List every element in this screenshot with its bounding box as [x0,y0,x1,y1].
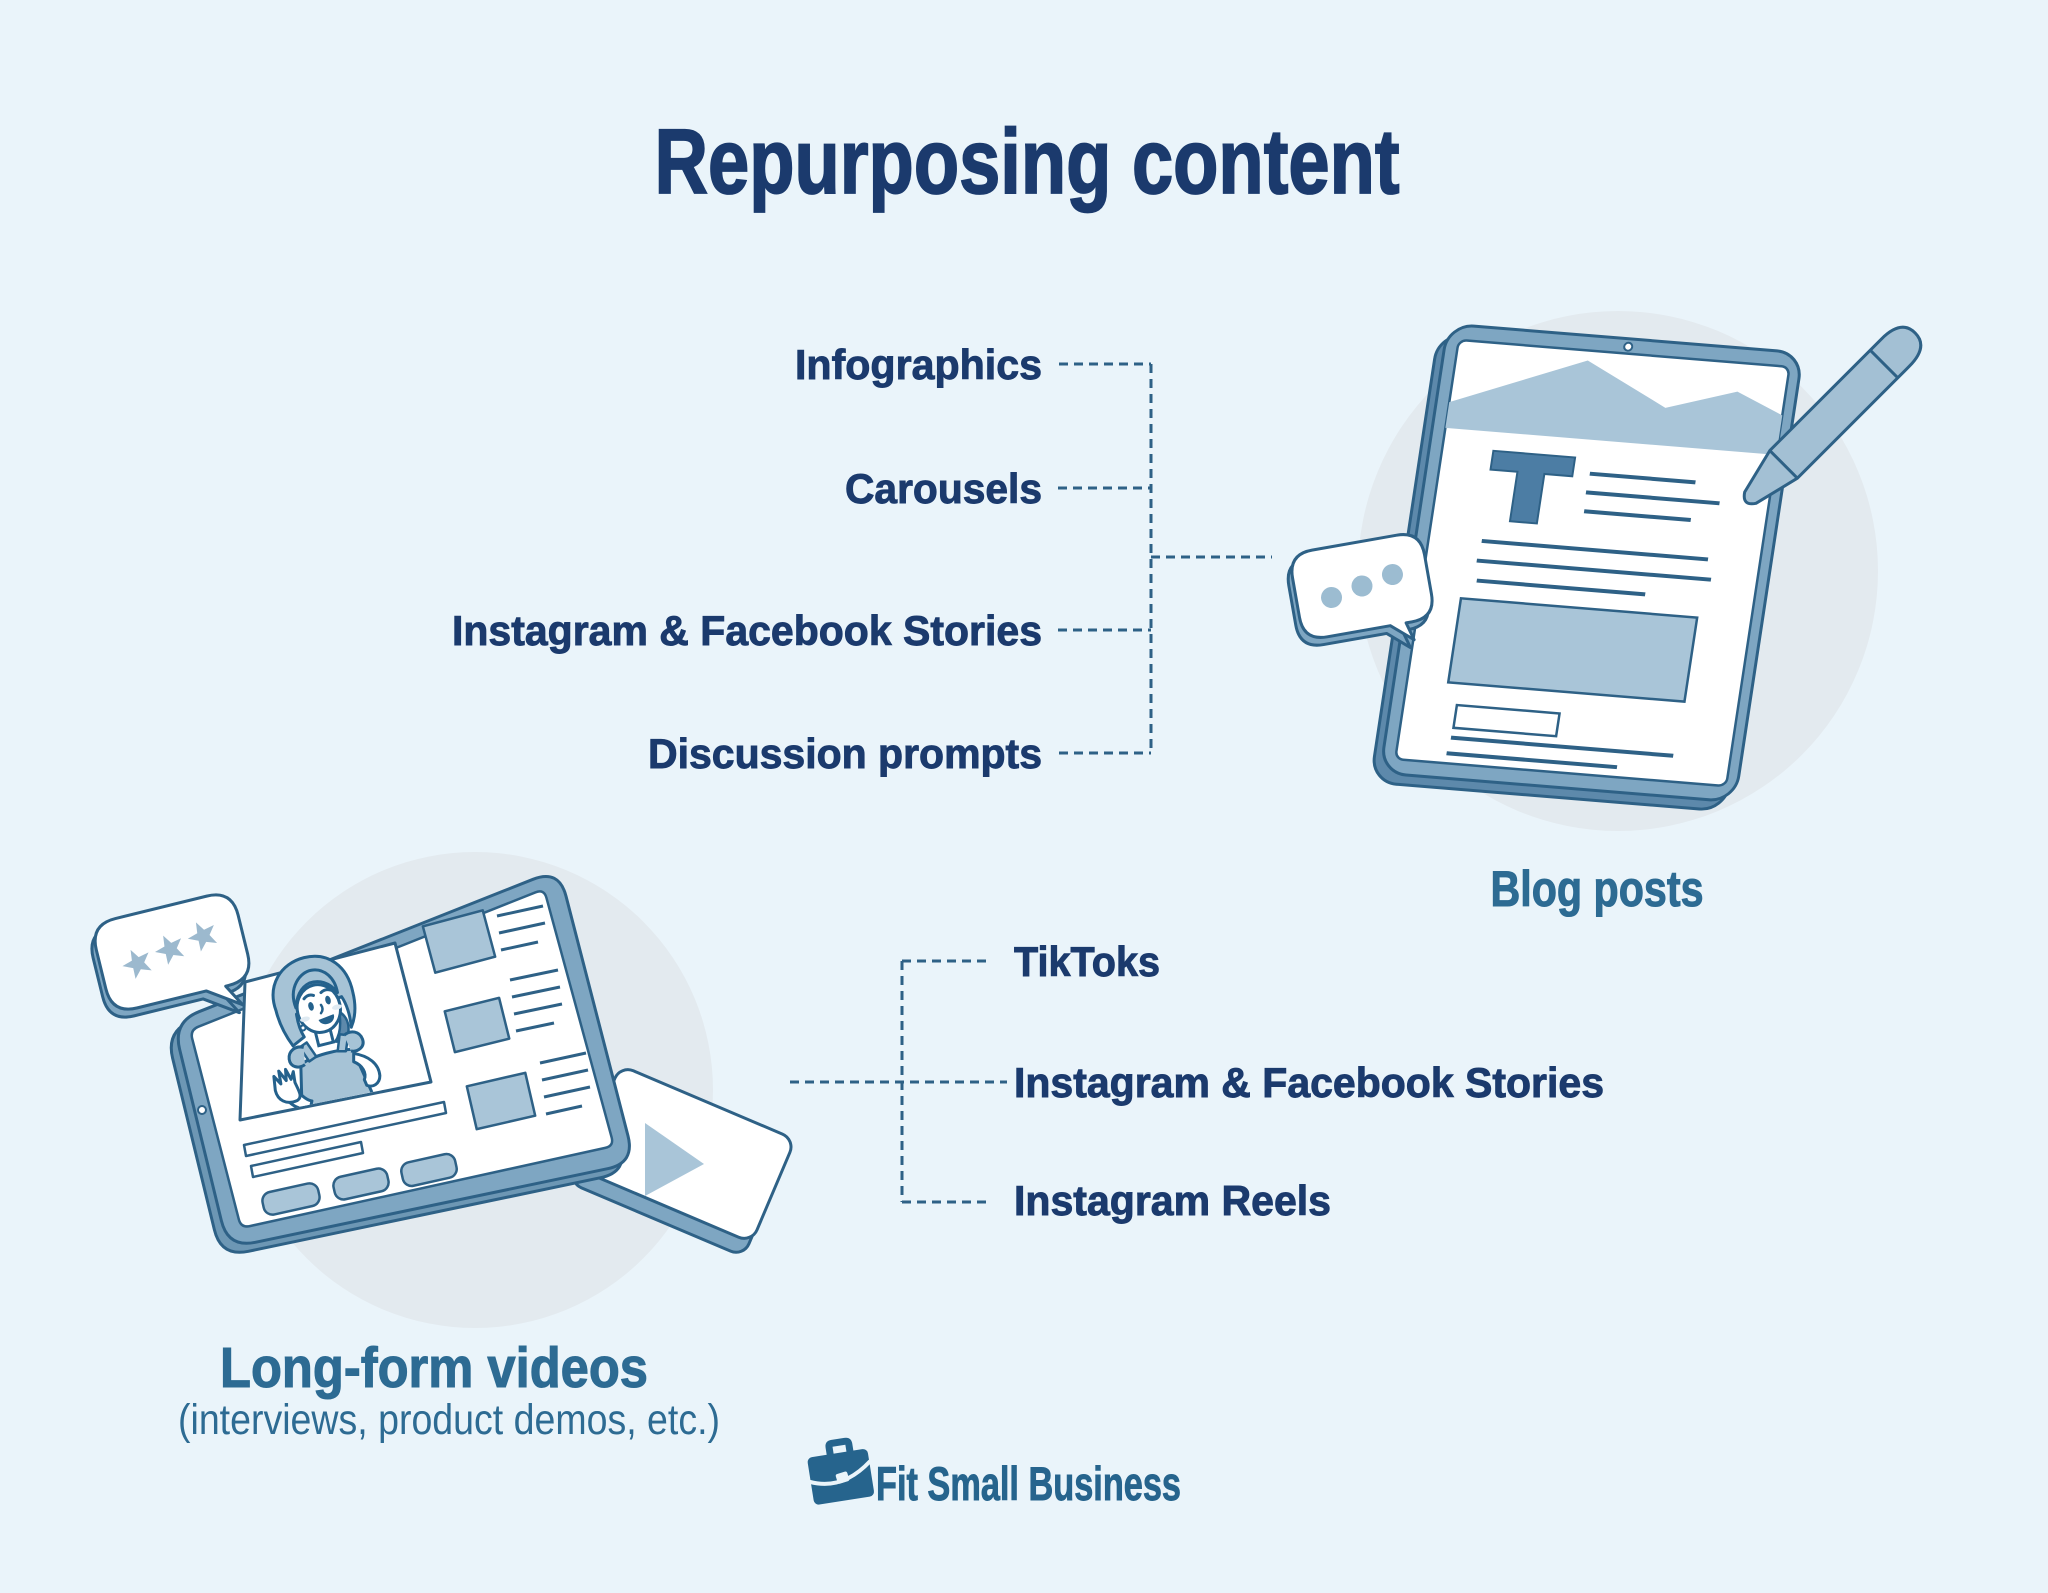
svg-text:TikToks: TikToks [1014,938,1160,985]
svg-text:Instagram Reels: Instagram Reels [1014,1177,1331,1224]
svg-text:(interviews, product demos, et: (interviews, product demos, etc.) [178,1396,720,1444]
svg-text:Instagram & Facebook Stories: Instagram & Facebook Stories [1014,1059,1604,1106]
svg-text:Discussion prompts: Discussion prompts [648,730,1042,777]
svg-text:Infographics: Infographics [795,341,1042,388]
svg-text:Blog posts: Blog posts [1491,861,1704,917]
svg-text:Instagram & Facebook Stories: Instagram & Facebook Stories [452,607,1042,654]
svg-text:Carousels: Carousels [845,465,1042,512]
svg-text:Long-form videos: Long-form videos [220,1336,648,1400]
svg-text:Repurposing content: Repurposing content [655,111,1400,213]
svg-text:Fit Small Business: Fit Small Business [876,1457,1181,1510]
